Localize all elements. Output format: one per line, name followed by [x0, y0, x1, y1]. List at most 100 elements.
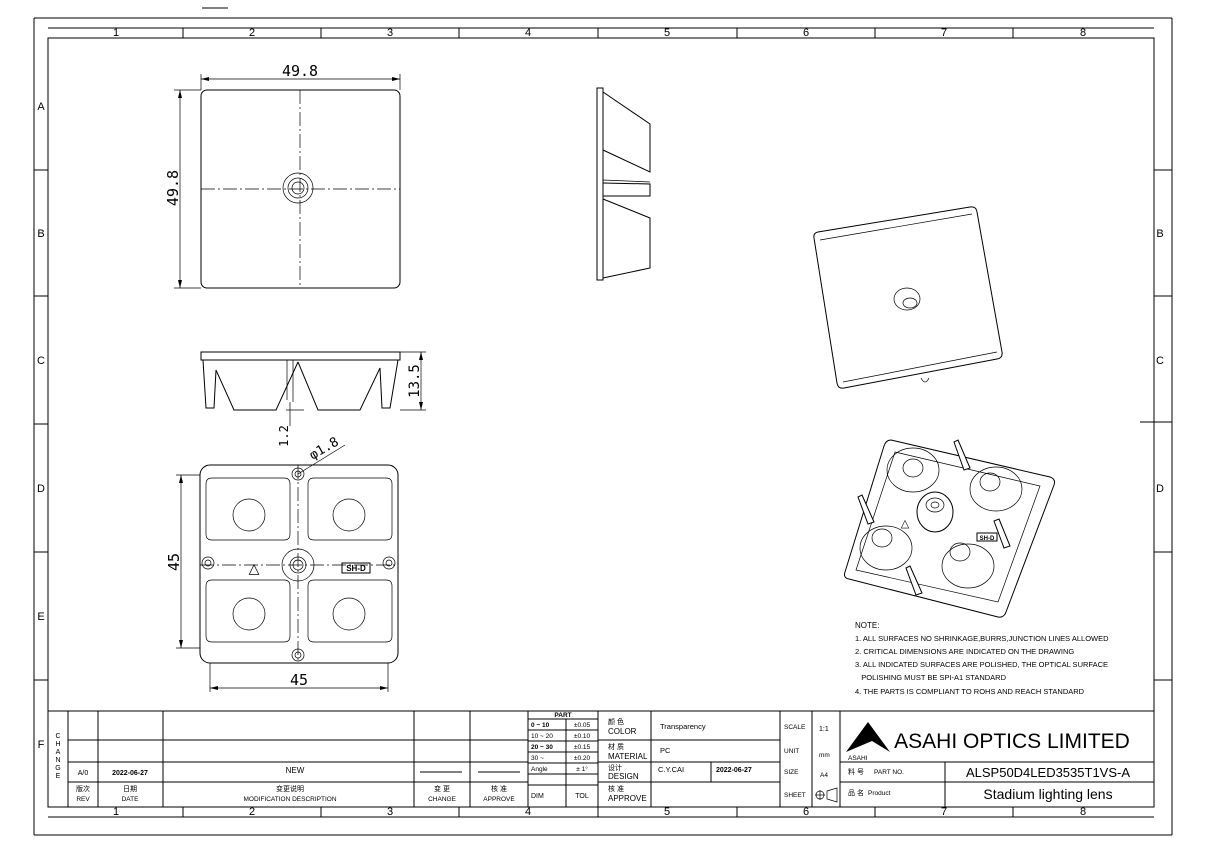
size-label: SIZE [784, 769, 799, 776]
sh-label: SH-D [346, 564, 366, 573]
isometric-bottom-view: △ SH-D [844, 439, 1055, 618]
tol-value: ±0.15 [574, 744, 591, 751]
col-label-bottom: 8 [1080, 806, 1086, 818]
col-label-bottom: 6 [803, 806, 809, 818]
hdr-desc-en: MODIFICATION DESCRIPTION [243, 796, 336, 803]
col-label-bottom: 7 [941, 806, 947, 818]
note-item: 4. THE PARTS IS COMPLIANT TO ROHS AND RE… [855, 687, 1085, 696]
isometric-top-view [813, 206, 1003, 389]
design-en: DESIGN [608, 772, 639, 781]
col-label-top: 2 [249, 27, 255, 39]
company-name: ASAHI OPTICS LIMITED [894, 730, 1130, 753]
dim-side-height: 13.5 [407, 364, 423, 398]
bottom-view: △ SH-D φ1.8 45 45 [165, 435, 399, 692]
scale-value: 1:1 [819, 726, 829, 733]
col-label-top: 6 [803, 27, 809, 39]
hdr-date-en: DATE [122, 796, 140, 803]
sheet-label: SHEET [784, 792, 806, 799]
hdr-date-cn: 日期 [123, 785, 137, 793]
tol-range: 10 ~ 20 [531, 733, 553, 740]
col-label-top: 7 [941, 27, 947, 39]
col-label-top: 4 [525, 27, 531, 39]
unit-label: UNIT [784, 748, 799, 755]
zone-rows: A B C D E F B C D [34, 101, 1172, 751]
col-label-top: 5 [664, 27, 670, 39]
hdr-rev-cn: 版次 [76, 784, 90, 793]
side-profile-view [596, 87, 651, 281]
rev-date: 2022-06-27 [112, 770, 148, 777]
hdr-change-en: CHANGE [428, 796, 456, 803]
dim-bottom-width: 45 [290, 671, 308, 689]
tol-value: ±0.05 [574, 722, 591, 729]
col-label-top: 3 [387, 27, 393, 39]
col-label-bottom: 4 [525, 806, 531, 818]
scale-label: SCALE [784, 724, 806, 731]
tol-dim-label: DIM [531, 793, 544, 800]
zone-columns: 1 2 3 4 5 6 7 8 1 2 3 4 5 6 7 8 [48, 27, 1154, 818]
svg-text:ASAHI: ASAHI [848, 755, 868, 762]
row-label-left: E [37, 611, 44, 623]
design-value: C.Y.CAI [658, 765, 684, 774]
product-en: Product [868, 790, 891, 797]
col-label-top: 1 [113, 27, 119, 39]
tol-value: ±0.10 [574, 733, 591, 740]
rev-value: A/0 [78, 770, 89, 777]
color-cn: 颜 色 [608, 717, 624, 726]
row-label-left: A [37, 101, 45, 113]
size-value: A4 [820, 772, 828, 779]
product-value: Stadium lighting lens [983, 786, 1112, 802]
material-en: MATERIAL [608, 752, 648, 761]
hdr-approve-en: APPROVE [483, 796, 515, 803]
notes-title: NOTE: [855, 621, 879, 630]
partno-value: ALSP50D4LED3535T1VS-A [966, 765, 1130, 780]
col-label-bottom: 2 [249, 806, 255, 818]
iso-triangle: △ [901, 518, 910, 530]
partno-cn: 料 号 [848, 767, 864, 776]
tol-range: 0 ~ 10 [531, 722, 550, 729]
unit-value: mm [819, 752, 830, 759]
hdr-rev-en: REV [76, 796, 90, 803]
tol-range: 30 ~ [531, 755, 544, 762]
orientation-triangle: △ [249, 560, 260, 576]
change-letter: N [55, 757, 60, 764]
tol-title: PART [554, 712, 571, 719]
row-label-right: B [1156, 228, 1163, 240]
note-item: POLISHING MUST BE SPI-A1 STANDARD [855, 673, 1007, 682]
dim-bottom-height: 45 [165, 553, 183, 571]
trim-marks [33, 7, 1173, 836]
material-value: PC [660, 746, 671, 755]
tol-value: ± 1° [576, 765, 588, 773]
row-label-right: D [1156, 483, 1164, 495]
change-letter: G [55, 765, 60, 772]
title-block: C H A N G E A/0 2022-06-27 NEW 版次 REV 日期… [48, 710, 1154, 807]
note-item: 1. ALL SURFACES NO SHRINKAGE,BURRS,JUNCT… [855, 634, 1109, 643]
design-cn: 设计 [608, 763, 622, 772]
tol-value: ±0.20 [574, 755, 591, 762]
notes: NOTE: 1. ALL SURFACES NO SHRINKAGE,BURRS… [855, 621, 1109, 696]
frame-border [47, 37, 1155, 808]
col-label-bottom: 1 [113, 806, 119, 818]
dim-pin-offset: 1.2 [277, 425, 291, 447]
row-label-left: F [38, 739, 45, 751]
hdr-desc-cn: 变更说明 [276, 784, 304, 793]
asahi-logo: ASAHI [846, 722, 890, 762]
color-value: Transparency [660, 722, 706, 731]
col-label-bottom: 5 [664, 806, 670, 818]
row-label-left: D [37, 483, 45, 495]
dim-top-height: 49.8 [164, 170, 182, 206]
rev-description: NEW [286, 766, 305, 775]
product-cn: 品 名 [848, 788, 864, 797]
color-en: COLOR [608, 727, 637, 736]
front-view: 13.5 1.2 [200, 351, 426, 447]
approve-en: APPROVE [608, 794, 647, 803]
tol-tol-label: TOL [575, 793, 589, 800]
note-item: 2. CRITICAL DIMENSIONS ARE INDICATED ON … [855, 647, 1074, 656]
approve-cn: 核 准 [608, 784, 624, 793]
change-letter: H [55, 741, 60, 748]
hdr-approve-cn: 核 准 [491, 784, 507, 793]
dim-hole-diameter: φ1.8 [307, 435, 342, 464]
note-item: 3. ALL INDICATED SURFACES ARE POLISHED, … [855, 660, 1108, 669]
top-view: 49.8 49.8 [164, 62, 401, 289]
col-label-bottom: 3 [387, 806, 393, 818]
material-cn: 材 质 [608, 742, 624, 751]
